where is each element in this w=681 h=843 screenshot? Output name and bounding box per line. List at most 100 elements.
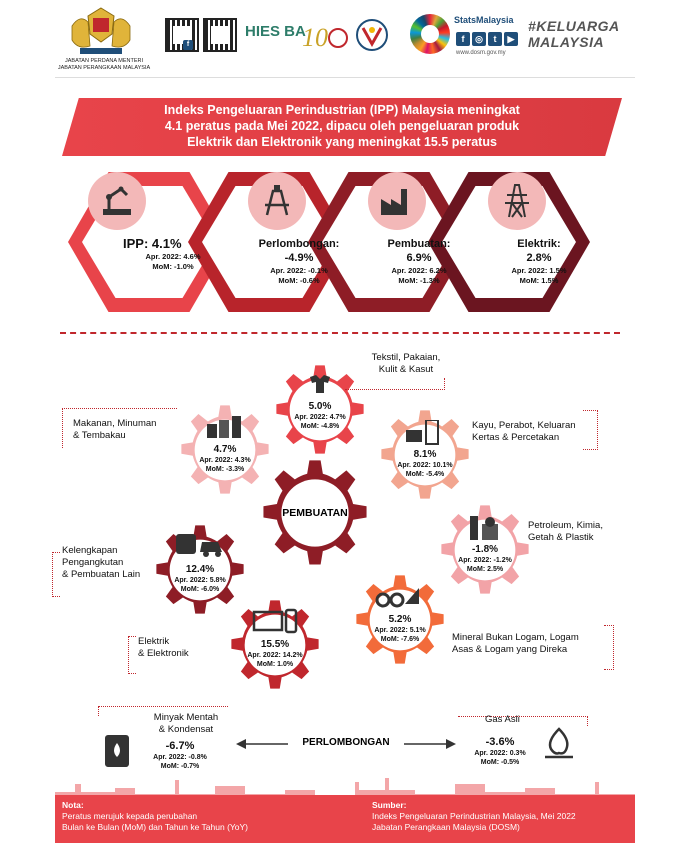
- mineral-sub: Apr. 2022: 5.1% MoM: -7.6%: [360, 626, 440, 644]
- pipes-icon: [375, 588, 419, 608]
- connector-makanan: [62, 408, 177, 448]
- petroleum-value: -1.8%: [471, 544, 499, 555]
- footer-note: Nota: Peratus merujuk kepada perubahan B…: [62, 800, 322, 833]
- tekstil-sub: Apr. 2022: 4.7% MoM: -4.8%: [280, 413, 360, 431]
- food-drink-icon: [207, 416, 241, 438]
- petroleum-label-2: Getah & Plastik: [528, 532, 594, 543]
- makanan-value: 4.7%: [213, 444, 237, 455]
- tekstil-label: Tekstil, Pakaian, Kulit & Kasut: [356, 352, 456, 376]
- ipp-yoy: Apr. 2022: 4.6%: [145, 252, 201, 261]
- footer-source: Sumber: Indeks Pengeluaran Perindustrian…: [372, 800, 632, 833]
- footer-bar: [55, 795, 635, 843]
- facebook-icon[interactable]: f: [456, 32, 470, 46]
- makanan-label-1: Makanan, Minuman: [73, 418, 157, 429]
- elektrik-gear-value: 15.5%: [260, 639, 290, 650]
- section-divider: [60, 332, 620, 334]
- tekstil-value: 5.0%: [308, 401, 332, 412]
- title-line-3: Elektrik dan Elektronik yang meningkat 1…: [187, 135, 497, 149]
- tekstil-mom: MoM: -4.8%: [300, 423, 340, 430]
- qr-code-icon[interactable]: [203, 18, 237, 52]
- kayu-value: 8.1%: [413, 449, 437, 460]
- petroleum-sub: Apr. 2022: -1.2% MoM: 2.5%: [445, 556, 525, 574]
- dept-line-2: JABATAN PERANGKAAN MALAYSIA: [57, 65, 151, 71]
- kelengkapan-label-3: & Pembuatan Lain: [62, 569, 141, 580]
- kayu-label-1: Kayu, Perabot, Keluaran: [472, 420, 576, 431]
- kelengkapan-yoy: Apr. 2022: 5.8%: [174, 577, 226, 584]
- minyak-label-2: & Kondensat: [158, 724, 214, 735]
- minyak-yoy: Apr. 2022: -0.8%: [153, 754, 207, 761]
- refinery-icon: [470, 516, 498, 540]
- emblem-logo-icon: [356, 19, 388, 51]
- gear-center-label: PEMBUATAN: [282, 507, 348, 519]
- connector-elektrik: [128, 636, 136, 674]
- twitter-icon[interactable]: t: [488, 32, 502, 46]
- tekstil-label-2: Kulit & Kasut: [378, 364, 434, 375]
- gear-tekstil: [265, 355, 375, 465]
- svg-text:10: 10: [302, 23, 328, 52]
- power-tower-icon: [488, 172, 546, 230]
- youtube-icon[interactable]: ▶: [504, 32, 518, 46]
- facebook-icon[interactable]: f: [183, 40, 193, 50]
- coat-of-arms-icon: [71, 7, 131, 54]
- hexagon-pembuatan: [308, 172, 470, 312]
- petroleum-label-1: Petroleum, Kimia,: [528, 520, 603, 531]
- connector-mineral: [604, 625, 614, 670]
- sdg-wheel-icon: [410, 14, 450, 54]
- page-title: Indeks Pengeluaran Perindustrian (IPP) M…: [80, 102, 604, 150]
- pembuatan-mom: MoM: -1.3%: [398, 276, 440, 285]
- connector-minyak: [98, 706, 228, 716]
- gear-pembuatan: [250, 448, 380, 578]
- tekstil-label-1: Tekstil, Pakaian,: [371, 352, 441, 363]
- elektrik-label: Elektrik:: [517, 238, 561, 250]
- gas-flame-icon: [545, 727, 573, 759]
- gas-label: Gas Asli: [485, 714, 520, 725]
- connector-gas: [458, 716, 588, 726]
- qr-code-icon[interactable]: [165, 18, 199, 52]
- mineral-yoy: Apr. 2022: 5.1%: [374, 627, 426, 634]
- kelengkapan-sub: Apr. 2022: 5.8% MoM: -6.0%: [160, 576, 240, 594]
- pembuatan-value: 6.9%: [406, 252, 432, 264]
- tekstil-yoy: Apr. 2022: 4.7%: [294, 414, 346, 421]
- makanan-yoy: Apr. 2022: 4.3%: [199, 457, 251, 464]
- anniversary-logo-icon: 10: [302, 23, 348, 52]
- kayu-yoy: Apr. 2022: 10.1%: [397, 462, 453, 469]
- gear-petroleum: [430, 495, 540, 605]
- petroleum-yoy: Apr. 2022: -1.2%: [458, 557, 512, 564]
- elektrik-gear-label: Elektrik & Elektronik: [138, 636, 228, 660]
- hashtag-line-1: #KELUARGA: [528, 18, 620, 34]
- industrial-skyline-icon: [55, 778, 635, 800]
- kayu-label: Kayu, Perabot, Keluaran Kertas & Perceta…: [472, 420, 592, 444]
- kelengkapan-value: 12.4%: [185, 564, 215, 575]
- mineral-label-2: Asas & Logam yang Direka: [452, 644, 568, 655]
- tv-phone-icon: [252, 608, 298, 634]
- gas-sub: Apr. 2022: 0.3% MoM: -0.5%: [460, 749, 540, 767]
- shirt-shoe-icon: [310, 375, 330, 393]
- pembuatan-label: Pembuatan:: [387, 238, 451, 250]
- note-line-1: Peratus merujuk kepada perubahan: [62, 811, 198, 821]
- stats-brand-label: StatsMalaysia: [454, 15, 514, 25]
- furniture-icon: [406, 420, 439, 445]
- kelengkapan-label-1: Kelengkapan: [62, 545, 118, 556]
- kelengkapan-label-2: Pengangkutan: [62, 557, 124, 568]
- connector-kayu: [583, 410, 598, 450]
- makanan-label: Makanan, Minuman & Tembakau: [73, 418, 173, 442]
- perlombongan-sub: Apr. 2022: -0.1% MoM: -0.6%: [244, 266, 354, 286]
- connector-tekstil: [345, 378, 445, 390]
- minyak-label-1: Minyak Mentah: [153, 712, 219, 723]
- header-bar: [55, 0, 635, 78]
- ipp-sub: Apr. 2022: 4.6% MoM: -1.0%: [123, 252, 223, 272]
- minyak-sub: Apr. 2022: -0.8% MoM: -0.7%: [140, 753, 220, 771]
- instagram-icon[interactable]: ◎: [472, 32, 486, 46]
- hashtag-line-2: MALAYSIA: [528, 34, 605, 50]
- robot-arm-icon: [88, 172, 146, 230]
- elektrik-gear-yoy: Apr. 2022: 14.2%: [247, 652, 303, 659]
- kelengkapan-mom: MoM: -6.0%: [180, 586, 220, 593]
- elektrik-value: 2.8%: [526, 252, 552, 264]
- connector-kelengkapan: [52, 552, 60, 597]
- elektrik-gear-mom: MoM: 1.0%: [256, 661, 294, 668]
- source-title: Sumber:: [372, 800, 407, 810]
- makanan-mom: MoM: -3.3%: [205, 466, 245, 473]
- vehicle-icon: [176, 534, 222, 557]
- website-link[interactable]: www.dosm.gov.my: [456, 50, 506, 56]
- kayu-mom: MoM: -5.4%: [405, 471, 445, 478]
